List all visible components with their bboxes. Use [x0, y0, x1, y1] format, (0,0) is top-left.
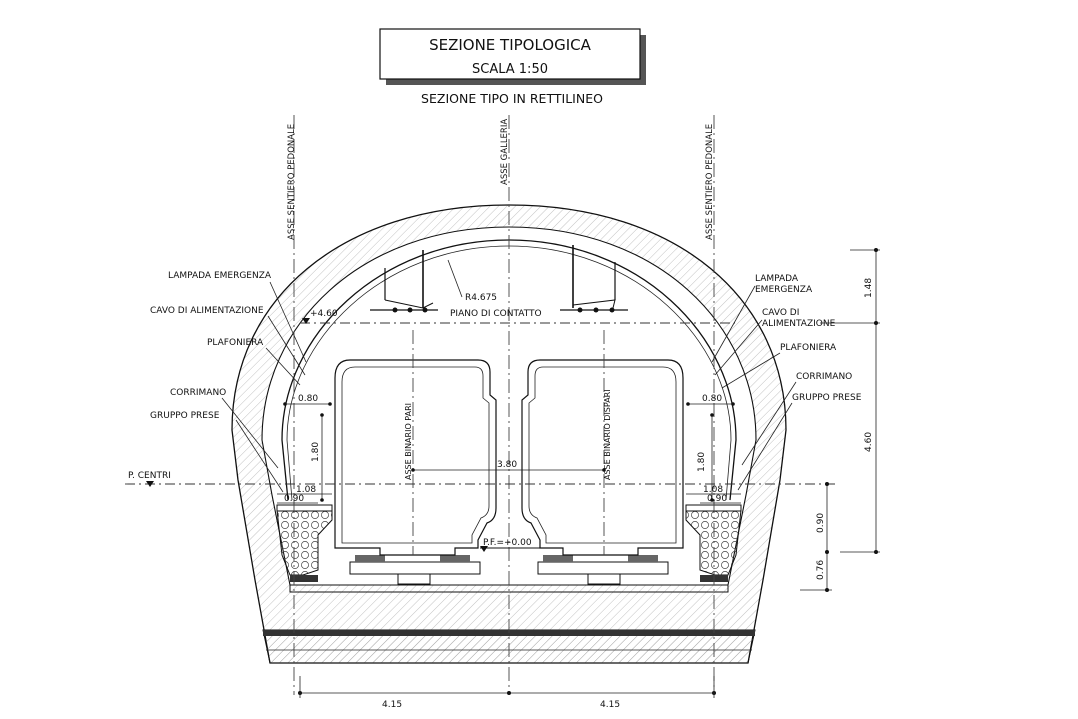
catenary-right — [560, 245, 628, 313]
dim-090-v: 0.90 — [816, 513, 826, 533]
axis-label-track-left: ASSE BINARIO PARI — [404, 403, 413, 480]
dim-180-left: 1.80 — [311, 442, 321, 462]
train-gauge-right — [521, 359, 684, 556]
track-left — [349, 555, 481, 585]
label-p-centri: P. CENTRI — [128, 471, 171, 481]
dim-076-v: 0.76 — [816, 560, 826, 580]
dim-090-right: 0.90 — [707, 494, 727, 504]
dimension-center: 3.80 — [411, 460, 606, 472]
pf-label: P.F.=+0.00 — [483, 538, 532, 548]
dim-108-left: 1.08 — [296, 485, 316, 495]
label-gruppo-right: GRUPPO PRESE — [792, 393, 862, 403]
label-cavo-left: CAVO DI ALIMENTAZIONE — [150, 306, 264, 316]
label-lampada-right-1: LAMPADA — [755, 274, 799, 284]
label-corrimano-right: CORRIMANO — [796, 372, 852, 382]
track-right — [537, 555, 669, 585]
catenary-left — [370, 250, 438, 313]
radius-label: R4.675 — [465, 293, 497, 303]
labels-right: LAMPADA EMERGENZA CAVO DI ALIMENTAZIONE … — [711, 274, 862, 491]
label-gruppo-left: GRUPPO PRESE — [150, 411, 220, 421]
train-gauge-left — [334, 359, 497, 556]
level-460-label: +4.60 — [310, 309, 338, 319]
label-plafoniera-right: PLAFONIERA — [780, 343, 837, 353]
axis-label-right: ASSE SENTIERO PEDONALE — [705, 124, 715, 240]
drawing-scale: SCALA 1:50 — [472, 62, 548, 77]
drawing-axes — [125, 115, 835, 695]
dimensions-vertical-right: 1.48 4.60 0.90 0.76 — [800, 248, 880, 592]
drawing-subtitle: SEZIONE TIPO IN RETTILINEO — [421, 91, 603, 106]
dim-415-right: 4.15 — [600, 700, 620, 710]
dim-080-right: 0.80 — [702, 394, 722, 404]
dim-108-right: 1.08 — [703, 485, 723, 495]
label-lampada-right-2: EMERGENZA — [755, 285, 813, 295]
labels-left: LAMPADA EMERGENZA CAVO DI ALIMENTAZIONE … — [128, 271, 307, 493]
dimensions-left: 0.80 1.80 1.08 0.90 — [277, 394, 332, 504]
annotations: R4.675 PIANO DI CONTATTO +4.60 P.F.=+0.0… — [302, 259, 542, 552]
label-cavo-right-2: ALIMENTAZIONE — [762, 319, 836, 329]
dim-180-right: 1.80 — [697, 452, 707, 472]
label-corrimano-left: CORRIMANO — [170, 388, 226, 398]
dimensions-bottom: 4.15 4.15 — [298, 676, 716, 710]
dim-090-left: 0.90 — [284, 494, 304, 504]
dim-080-left: 0.80 — [298, 394, 318, 404]
label-plafoniera-left: PLAFONIERA — [207, 338, 264, 348]
dim-148: 1.48 — [864, 278, 874, 298]
drawing-title: SEZIONE TIPOLOGICA — [429, 36, 592, 54]
label-cavo-right-1: CAVO DI — [762, 308, 799, 318]
dim-460: 4.60 — [864, 432, 874, 452]
label-lampada-left: LAMPADA EMERGENZA — [168, 271, 272, 281]
dimensions-right: 0.80 1.80 1.08 0.90 — [686, 394, 741, 504]
title-block: SEZIONE TIPOLOGICA SCALA 1:50 SEZIONE TI… — [379, 28, 646, 106]
dim-415-left: 4.15 — [382, 700, 402, 710]
axis-label-track-right: ASSE BINARIO DISPARI — [603, 389, 612, 480]
piano-label: PIANO DI CONTATTO — [450, 309, 542, 319]
walkway-left — [276, 504, 333, 582]
dim-380: 3.80 — [497, 460, 517, 470]
axis-label-left: ASSE SENTIERO PEDONALE — [287, 124, 297, 240]
axis-label-center: ASSE GALLERIA — [500, 119, 510, 185]
